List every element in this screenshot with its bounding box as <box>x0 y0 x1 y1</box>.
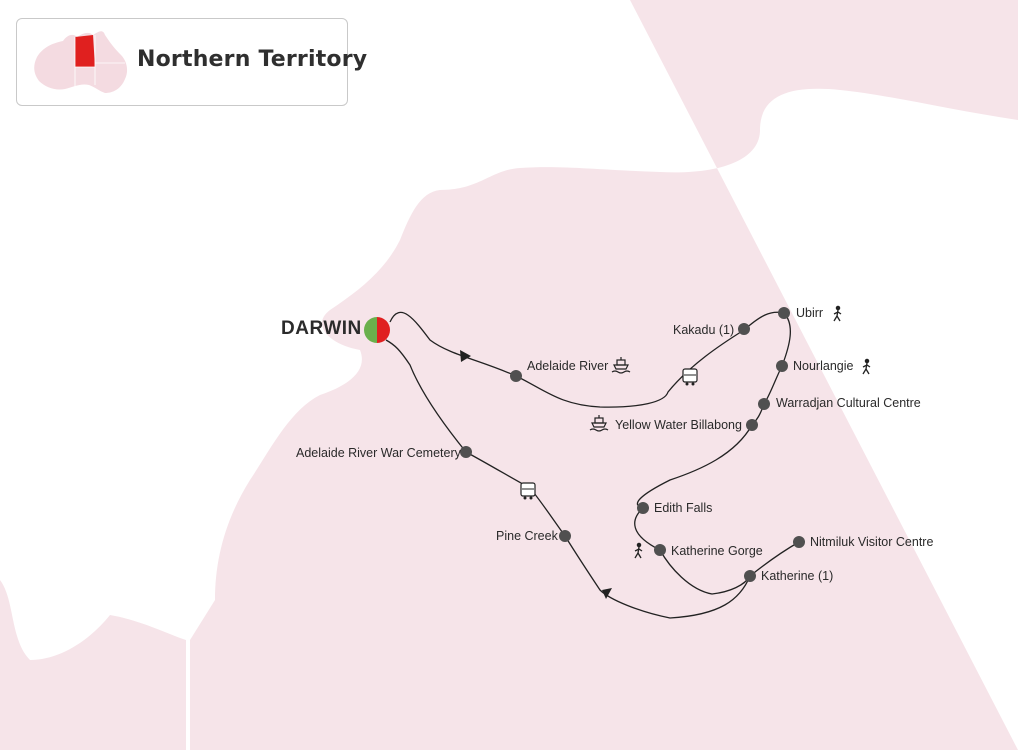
stop-label-nourlangie: Nourlangie <box>793 359 854 373</box>
stop-label-warradjan: Warradjan Cultural Centre <box>776 396 921 410</box>
stop-marker-katherine[interactable] <box>744 570 756 582</box>
direction-arrow <box>602 588 612 599</box>
boat-icon <box>589 415 609 432</box>
land-main <box>190 0 1018 750</box>
stop-label-adelaide-river: Adelaide River <box>527 359 609 373</box>
region-title: Northern Territory <box>137 47 368 72</box>
darwin-marker[interactable] <box>364 317 390 343</box>
walking-icon <box>634 542 643 559</box>
stop-marker-kakadu[interactable] <box>738 323 750 335</box>
land-strip <box>194 640 270 750</box>
walking-icon <box>862 358 871 375</box>
walking-icon <box>833 305 842 322</box>
stop-label-pine-creek: Pine Creek <box>496 529 558 543</box>
stop-label-katherine-gorge: Katherine Gorge <box>671 544 763 558</box>
stop-label-katherine: Katherine (1) <box>761 569 834 583</box>
route-line-south <box>634 312 791 595</box>
stop-marker-edith-falls[interactable] <box>637 502 649 514</box>
stop-label-kakadu: Kakadu (1) <box>673 323 735 337</box>
stop-label-ubirr: Ubirr <box>796 306 824 320</box>
stop-marker-adelaide-river[interactable] <box>510 370 522 382</box>
stop-marker-pine-creek[interactable] <box>559 530 571 542</box>
start-city-label: DARWIN <box>281 318 362 339</box>
stop-marker-nitmiluk[interactable] <box>793 536 805 548</box>
stop-label-nitmiluk: Nitmiluk Visitor Centre <box>810 535 934 549</box>
region-title-card: Northern Territory <box>16 18 367 106</box>
direction-arrow <box>460 350 471 362</box>
boat-icon <box>611 357 631 374</box>
australia-locator-map <box>34 31 128 93</box>
bus-icon <box>682 368 698 386</box>
stop-label-edith-falls: Edith Falls <box>654 501 713 515</box>
route-line-return <box>385 339 751 619</box>
stop-markers <box>460 307 805 582</box>
stop-marker-yellow-water[interactable] <box>746 419 758 431</box>
stop-label-yellow-water: Yellow Water Billabong <box>615 418 742 432</box>
stop-marker-war-cemetery[interactable] <box>460 446 472 458</box>
stop-marker-ubirr[interactable] <box>778 307 790 319</box>
stop-marker-nourlangie[interactable] <box>776 360 788 372</box>
land-west <box>0 580 186 750</box>
stop-marker-katherine-gorge[interactable] <box>654 544 666 556</box>
bus-icon <box>520 482 536 500</box>
stop-marker-warradjan[interactable] <box>758 398 770 410</box>
stop-label-war-cemetery: Adelaide River War Cemetery <box>296 446 461 460</box>
